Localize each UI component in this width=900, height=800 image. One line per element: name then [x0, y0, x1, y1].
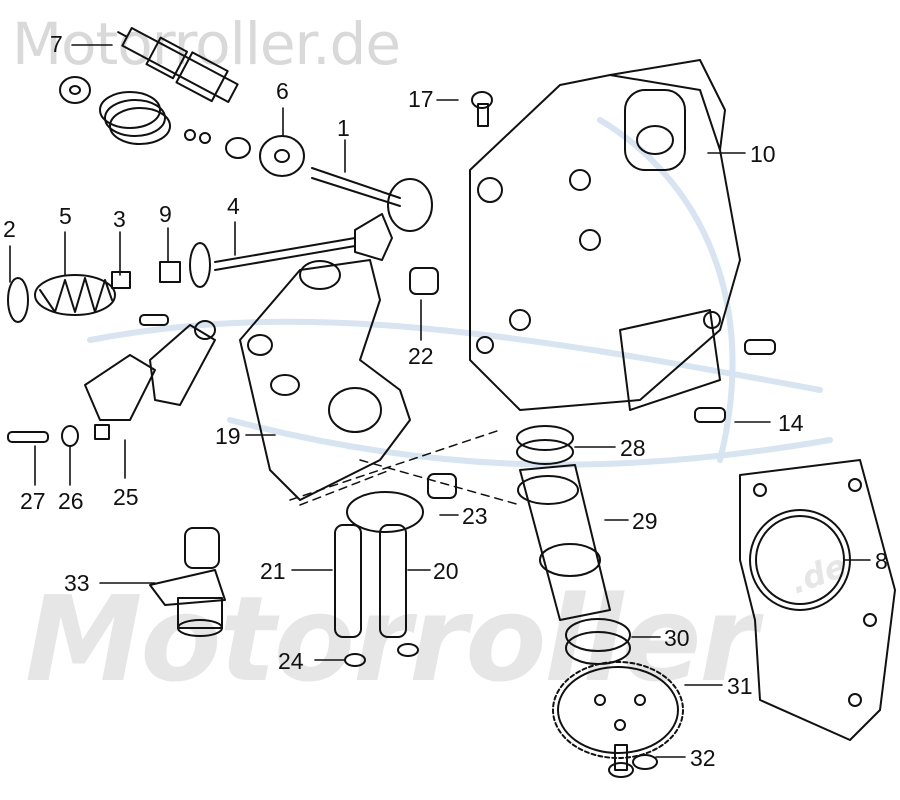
o-ring-24	[344, 653, 366, 667]
callout-21: 21	[260, 558, 286, 584]
valve-seal-9	[189, 242, 211, 288]
circlip	[346, 491, 424, 533]
rocker-shaft-20	[379, 524, 407, 638]
callout-1: 1	[337, 115, 350, 141]
callout-17: 17	[408, 86, 434, 112]
bushing-23	[427, 473, 457, 499]
guide-lines	[289, 429, 521, 506]
pin-27	[7, 431, 49, 443]
head-gasket	[739, 459, 896, 741]
valve-washer	[259, 135, 305, 177]
callout-5: 5	[59, 203, 72, 229]
callout-28: 28	[620, 435, 646, 461]
callout-9: 9	[159, 201, 172, 227]
callout-27: 27	[20, 488, 46, 514]
callout-32: 32	[690, 745, 716, 771]
dowel-pin	[744, 339, 776, 355]
watermark-swoosh	[87, 117, 833, 468]
spark-plug	[117, 27, 239, 103]
valve-spring-lower	[34, 274, 116, 316]
callout-31: 31	[727, 673, 753, 699]
camshaft-holder	[239, 259, 411, 501]
callout-23: 23	[462, 503, 488, 529]
callout-8: 8	[875, 548, 888, 574]
rocker-arm	[84, 320, 216, 421]
cylinder-head	[469, 59, 741, 411]
callout-10: 10	[750, 141, 776, 167]
leader-lines	[9, 44, 871, 758]
callout-29: 29	[632, 508, 658, 534]
callout-33: 33	[64, 570, 90, 596]
camshaft	[517, 464, 611, 621]
o-ring-26	[61, 425, 79, 447]
callout-19: 19	[215, 423, 241, 449]
callout-4: 4	[227, 193, 240, 219]
callout-14: 14	[778, 410, 804, 436]
callout-30: 30	[664, 625, 690, 651]
seal	[225, 137, 251, 159]
spring-retainer	[7, 277, 29, 323]
valve-spring-upper	[99, 91, 171, 145]
callout-2: 2	[3, 216, 16, 242]
bushing-22	[409, 267, 439, 295]
callout-6: 6	[276, 78, 289, 104]
rocker-shaft-21	[334, 524, 362, 638]
callout-3: 3	[113, 206, 126, 232]
callout-24: 24	[278, 648, 304, 674]
bearing-30	[565, 618, 631, 665]
washer	[59, 76, 91, 104]
callout-26: 26	[58, 488, 84, 514]
sensor-33	[149, 527, 226, 637]
bolt-17	[471, 91, 493, 127]
callout-20: 20	[433, 558, 459, 584]
valve-intake	[214, 213, 393, 271]
callout-22: 22	[408, 343, 434, 369]
dowel-pin	[694, 407, 726, 423]
cam-sprocket	[552, 661, 684, 759]
callout-7: 7	[50, 31, 63, 57]
valve-exhaust	[311, 167, 433, 232]
bearing-28	[516, 425, 574, 465]
callout-25: 25	[113, 484, 139, 510]
sprocket-bolt	[614, 744, 628, 771]
watermark-center: Motorroller	[25, 570, 758, 708]
